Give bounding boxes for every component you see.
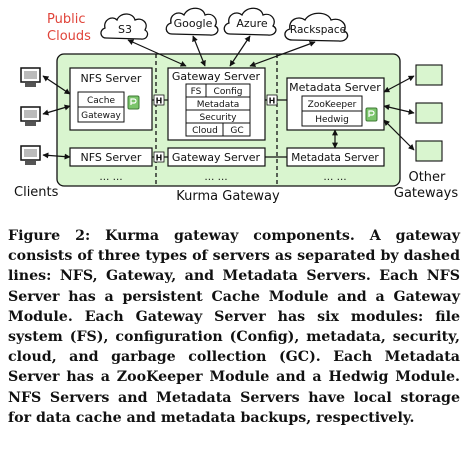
nfs-server-2-label: NFS Server: [81, 151, 142, 164]
cloud-label-rackspace: Rackspace: [290, 24, 346, 36]
caption-text: A gateway consists of three types of ser…: [8, 228, 460, 426]
ellipsis-gateway: … …: [204, 172, 227, 183]
link-nfs-gateway: H: [152, 94, 168, 106]
link-row2: H: [152, 151, 287, 163]
cloud-azure: Azure: [223, 7, 277, 36]
other-gateway-box-3: [415, 140, 443, 162]
gw-module-security: Security: [200, 113, 238, 123]
client-computer-icon-2: [20, 106, 41, 126]
md-module-hedwig: Hedwig: [315, 115, 349, 125]
caption-prefix: Figure 2: Kurma gateway components.: [8, 228, 355, 244]
client-computer-icon-3: [20, 145, 41, 165]
svg-text:H: H: [156, 97, 163, 106]
gw-module-cloud: Cloud: [192, 126, 218, 136]
nfs-module-gateway: Gateway: [81, 111, 121, 121]
other-gateway-arrows: [383, 75, 415, 151]
cloud-s3: S3: [100, 13, 149, 40]
kurma-gateway-diagram: Public Clouds S3 Google Azure Rackspace …: [14, 7, 458, 204]
svg-text:H: H: [269, 97, 276, 106]
other-gateway-box-2: [415, 102, 443, 124]
public-clouds-label: Public Clouds: [47, 12, 91, 44]
ellipsis-metadata: … …: [323, 172, 346, 183]
gw-module-fs: FS: [191, 87, 202, 97]
cloud-arrows: [127, 35, 316, 67]
gw-module-metadata: Metadata: [197, 100, 240, 110]
metadata-server-2-label: Metadata Server: [291, 152, 379, 164]
gw-module-config: Config: [214, 87, 243, 97]
metadata-server-title: Metadata Server: [289, 81, 381, 94]
md-module-zookeeper: ZooKeeper: [308, 100, 357, 110]
figure-caption: Figure 2: Kurma gateway components. A ga…: [8, 226, 460, 428]
link-gateway-metadata: H: [265, 94, 287, 106]
cloud-label-google: Google: [174, 17, 213, 30]
nfs-storage-icon: [127, 95, 140, 110]
gateway-server-2-label: Gateway Server: [172, 151, 261, 164]
metadata-storage-icon: [365, 107, 378, 122]
kurma-gateway-title: Kurma Gateway: [176, 189, 280, 204]
client-arrows: [42, 75, 71, 160]
client-computers: [20, 67, 41, 165]
other-gateways-label: Other Gateways: [394, 170, 458, 201]
gw-module-gc: GC: [230, 126, 243, 136]
other-gateway-box-1: [415, 64, 443, 86]
other-gateways: [415, 64, 443, 162]
cloud-google: Google: [165, 7, 219, 36]
cloud-label-azure: Azure: [236, 17, 268, 30]
cloud-rackspace: Rackspace: [284, 12, 349, 42]
ellipsis-nfs: … …: [99, 172, 122, 183]
clients-label: Clients: [14, 185, 59, 200]
svg-text:H: H: [156, 154, 163, 163]
gateway-server-title: Gateway Server: [172, 70, 261, 83]
client-computer-icon-1: [20, 67, 41, 87]
cloud-label-s3: S3: [118, 23, 132, 36]
nfs-module-cache: Cache: [87, 96, 115, 106]
nfs-server-title: NFS Server: [81, 72, 142, 85]
